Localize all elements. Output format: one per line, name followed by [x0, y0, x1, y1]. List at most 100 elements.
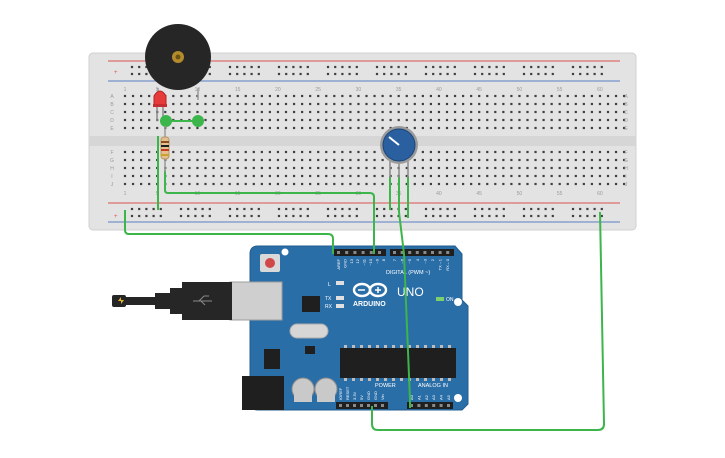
rail-hole [194, 214, 197, 218]
breadboard-hole [445, 118, 449, 122]
rail-hole [530, 72, 533, 76]
potentiometer[interactable] [380, 126, 418, 178]
rail-hole [453, 72, 456, 76]
chip-pin [352, 378, 355, 381]
analog-pin-label: A5 [446, 394, 451, 400]
wire-pot-wiper-analog[interactable] [398, 176, 411, 408]
breadboard-hole [357, 118, 360, 122]
breadboard-hole [574, 110, 577, 114]
breadboard-hole [429, 166, 432, 170]
breadboard-hole [429, 158, 432, 162]
breadboard-hole [510, 126, 513, 130]
power-pin-label: GND [373, 391, 378, 400]
breadboard-hole [614, 150, 618, 154]
rail-hole [355, 214, 358, 218]
breadboard-hole [276, 150, 280, 154]
rail-hole [250, 214, 253, 218]
rail-hole [201, 207, 204, 211]
breadboard-hole [140, 150, 143, 154]
breadboard-hole [268, 150, 271, 154]
breadboard-hole [550, 126, 553, 130]
breadboard-hole [365, 126, 368, 130]
breadboard-hole [140, 158, 143, 162]
arduino-uno[interactable]: L TX RX ON ARDUINO UNO DIGITAL (PWM ~) P… [229, 245, 469, 411]
chip-pin [440, 345, 443, 348]
breadboard-hole [582, 94, 585, 98]
chip-pin [448, 345, 451, 348]
piezo-buzzer[interactable] [145, 24, 211, 100]
breadboard-hole [526, 150, 529, 154]
breadboard-hole [236, 166, 239, 170]
breadboard-hole [212, 158, 215, 162]
wire-gnd[interactable] [124, 210, 334, 254]
breadboard-hole [470, 110, 473, 114]
breadboard-hole [614, 182, 618, 186]
breadboard-hole [236, 158, 239, 162]
breadboard-hole [582, 126, 585, 130]
breadboard-hole [325, 118, 328, 122]
breadboard-hole [606, 150, 610, 154]
rail-hole [439, 72, 442, 76]
breadboard-hole [284, 174, 288, 178]
breadboard-hole [437, 102, 441, 106]
rail-hole [277, 207, 281, 211]
rail-hole [481, 214, 484, 218]
rail-hole [502, 65, 505, 69]
row-letter: B [624, 102, 628, 108]
rail-hole [306, 72, 309, 76]
breadboard-hole [341, 150, 344, 154]
breadboard-hole [542, 94, 545, 98]
breadboard-hole [180, 94, 183, 98]
header-pin [393, 251, 396, 254]
wire-5v[interactable] [371, 211, 605, 431]
rail-hole [473, 207, 477, 211]
breadboard-hole [590, 150, 593, 154]
rail-hole [383, 65, 386, 69]
breadboard-hole [397, 118, 400, 122]
breadboard-hole [236, 110, 239, 114]
rail-hole [348, 207, 351, 211]
row-letter: G [110, 158, 114, 164]
breadboard-hole [172, 94, 175, 98]
breadboard-hole [445, 126, 449, 130]
chip-pin [416, 378, 419, 381]
led-l [336, 281, 344, 285]
usb-cable[interactable] [112, 282, 232, 320]
breadboard-hole [623, 166, 626, 170]
breadboard-hole [518, 166, 521, 170]
breadboard-hole [309, 174, 312, 178]
rail-hole [544, 214, 547, 218]
breadboard-hole [566, 166, 569, 170]
breadboard-hole [486, 118, 489, 122]
chip-pin [448, 378, 451, 381]
breadboard-hole [204, 150, 207, 154]
breadboard-hole [292, 150, 296, 154]
breadboard-hole [123, 118, 127, 122]
rail-hole [473, 214, 477, 218]
breadboard-hole [566, 110, 569, 114]
breadboard-hole [381, 182, 384, 186]
breadboard-hole [373, 102, 376, 106]
breadboard-hole [365, 150, 368, 154]
resistor[interactable] [160, 126, 170, 172]
breadboard-hole [244, 166, 247, 170]
breadboard-hole [478, 94, 481, 98]
breadboard[interactable]: + + 115510101515202025253030353540404545… [88, 52, 637, 231]
header-pin [439, 404, 443, 407]
wire-resistor-pin[interactable] [164, 170, 375, 254]
column-number-top: 30 [356, 87, 362, 93]
breadboard-hole [268, 174, 271, 178]
header-pin [381, 404, 384, 407]
wires[interactable] [124, 120, 605, 431]
breadboard-hole [341, 166, 344, 170]
rail-hole [544, 65, 547, 69]
header-pin [438, 251, 442, 254]
breadboard-hole [212, 182, 215, 186]
breadboard-hole [236, 150, 239, 154]
breadboard-hole [494, 174, 497, 178]
rail-hole [397, 65, 400, 69]
breadboard-hole [542, 102, 545, 106]
breadboard-hole [590, 102, 593, 106]
breadboard-hole [252, 102, 255, 106]
rail-hole [488, 65, 491, 69]
